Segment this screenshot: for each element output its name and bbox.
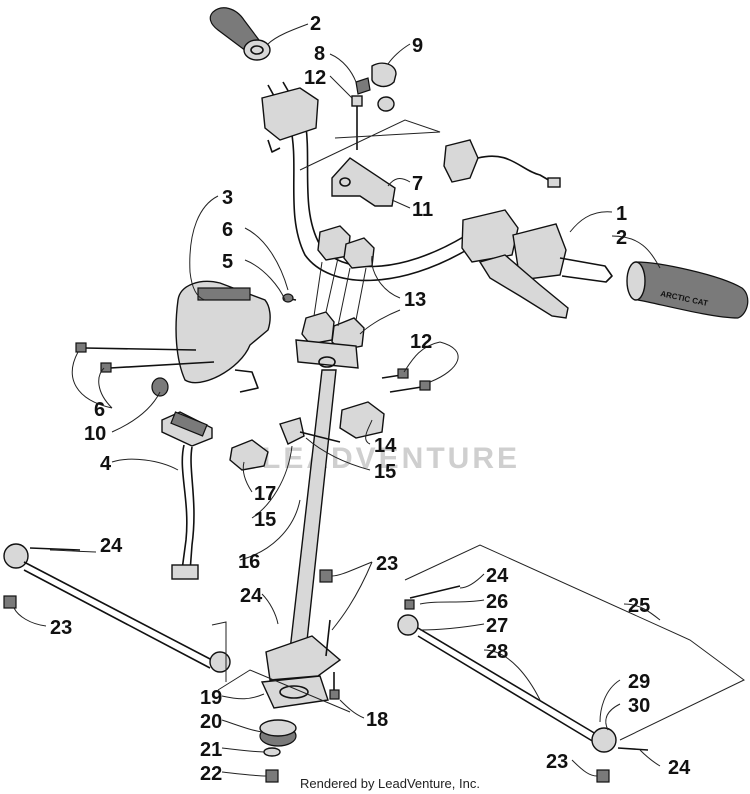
- callout-2-top: 2: [310, 13, 321, 35]
- callout-7: 7: [412, 173, 423, 195]
- left-grip-top: [209, 7, 271, 61]
- callout-25: 25: [628, 595, 650, 617]
- callout-4: 4: [100, 453, 112, 475]
- callout-12-mid: 12: [410, 331, 432, 353]
- callout-9: 9: [412, 35, 423, 57]
- callout-10: 10: [84, 423, 106, 445]
- callout-27: 27: [486, 615, 508, 637]
- callout-8: 8: [314, 43, 325, 65]
- callout-labels: 2 8 12 9 7 11 1 2 3 6 5 13 12 6 10 4 14 …: [50, 13, 691, 785]
- callout-24-mid: 24: [240, 585, 263, 607]
- callout-6-left: 6: [94, 399, 105, 421]
- lower-bearing-stack: [259, 569, 342, 783]
- callout-23-mid: 23: [376, 553, 398, 575]
- mounting-bracket: [299, 119, 441, 207]
- shaft-clamp-block: [229, 368, 431, 471]
- switch-wire-harness: [443, 139, 561, 188]
- watermark-text: LEADVENTURE: [262, 442, 520, 475]
- cover-screws: [75, 293, 297, 397]
- callout-14: 14: [374, 435, 397, 457]
- upper-clamp-parts: [351, 62, 397, 150]
- callout-12-top: 12: [304, 67, 326, 89]
- callout-17: 17: [254, 483, 276, 505]
- switch-pod: [161, 411, 213, 580]
- callout-18: 18: [366, 709, 388, 731]
- callout-19: 19: [200, 687, 222, 709]
- callout-22: 22: [200, 763, 222, 785]
- callout-1: 1: [616, 203, 627, 225]
- callout-26: 26: [486, 591, 508, 613]
- brake-lever-assembly: [461, 209, 613, 319]
- callout-24-bottom: 24: [668, 757, 691, 779]
- render-credit: Rendered by LeadVenture, Inc.: [300, 776, 480, 791]
- callout-23-right: 23: [546, 751, 568, 773]
- callout-11: 11: [412, 199, 433, 221]
- handlebar-clamps: [301, 225, 375, 351]
- callout-29: 29: [628, 671, 650, 693]
- handlebar-cover: [175, 280, 271, 393]
- callout-13: 13: [404, 289, 426, 311]
- callout-30: 30: [628, 695, 650, 717]
- callout-3: 3: [222, 187, 233, 209]
- callout-21: 21: [200, 739, 222, 761]
- callout-20: 20: [200, 711, 222, 733]
- callout-16: 16: [238, 551, 260, 573]
- left-switch-housing: [261, 87, 319, 153]
- callout-15-right: 15: [374, 461, 396, 483]
- steering-shaft: [289, 339, 359, 651]
- reference-lines: [211, 544, 745, 741]
- left-tie-rod: [3, 543, 231, 673]
- callout-2-right: 2: [616, 227, 627, 249]
- right-tie-rod: [397, 585, 649, 783]
- callout-15-left: 15: [254, 509, 276, 531]
- callout-28: 28: [486, 641, 508, 663]
- callout-23-left: 23: [50, 617, 72, 639]
- callout-6-top: 6: [222, 219, 233, 241]
- callout-leaders: [13, 23, 661, 777]
- callout-24-left: 24: [100, 535, 123, 557]
- callout-24-right: 24: [486, 565, 509, 587]
- callout-5: 5: [222, 251, 233, 273]
- right-grip: ARCTIC CAT: [626, 261, 749, 319]
